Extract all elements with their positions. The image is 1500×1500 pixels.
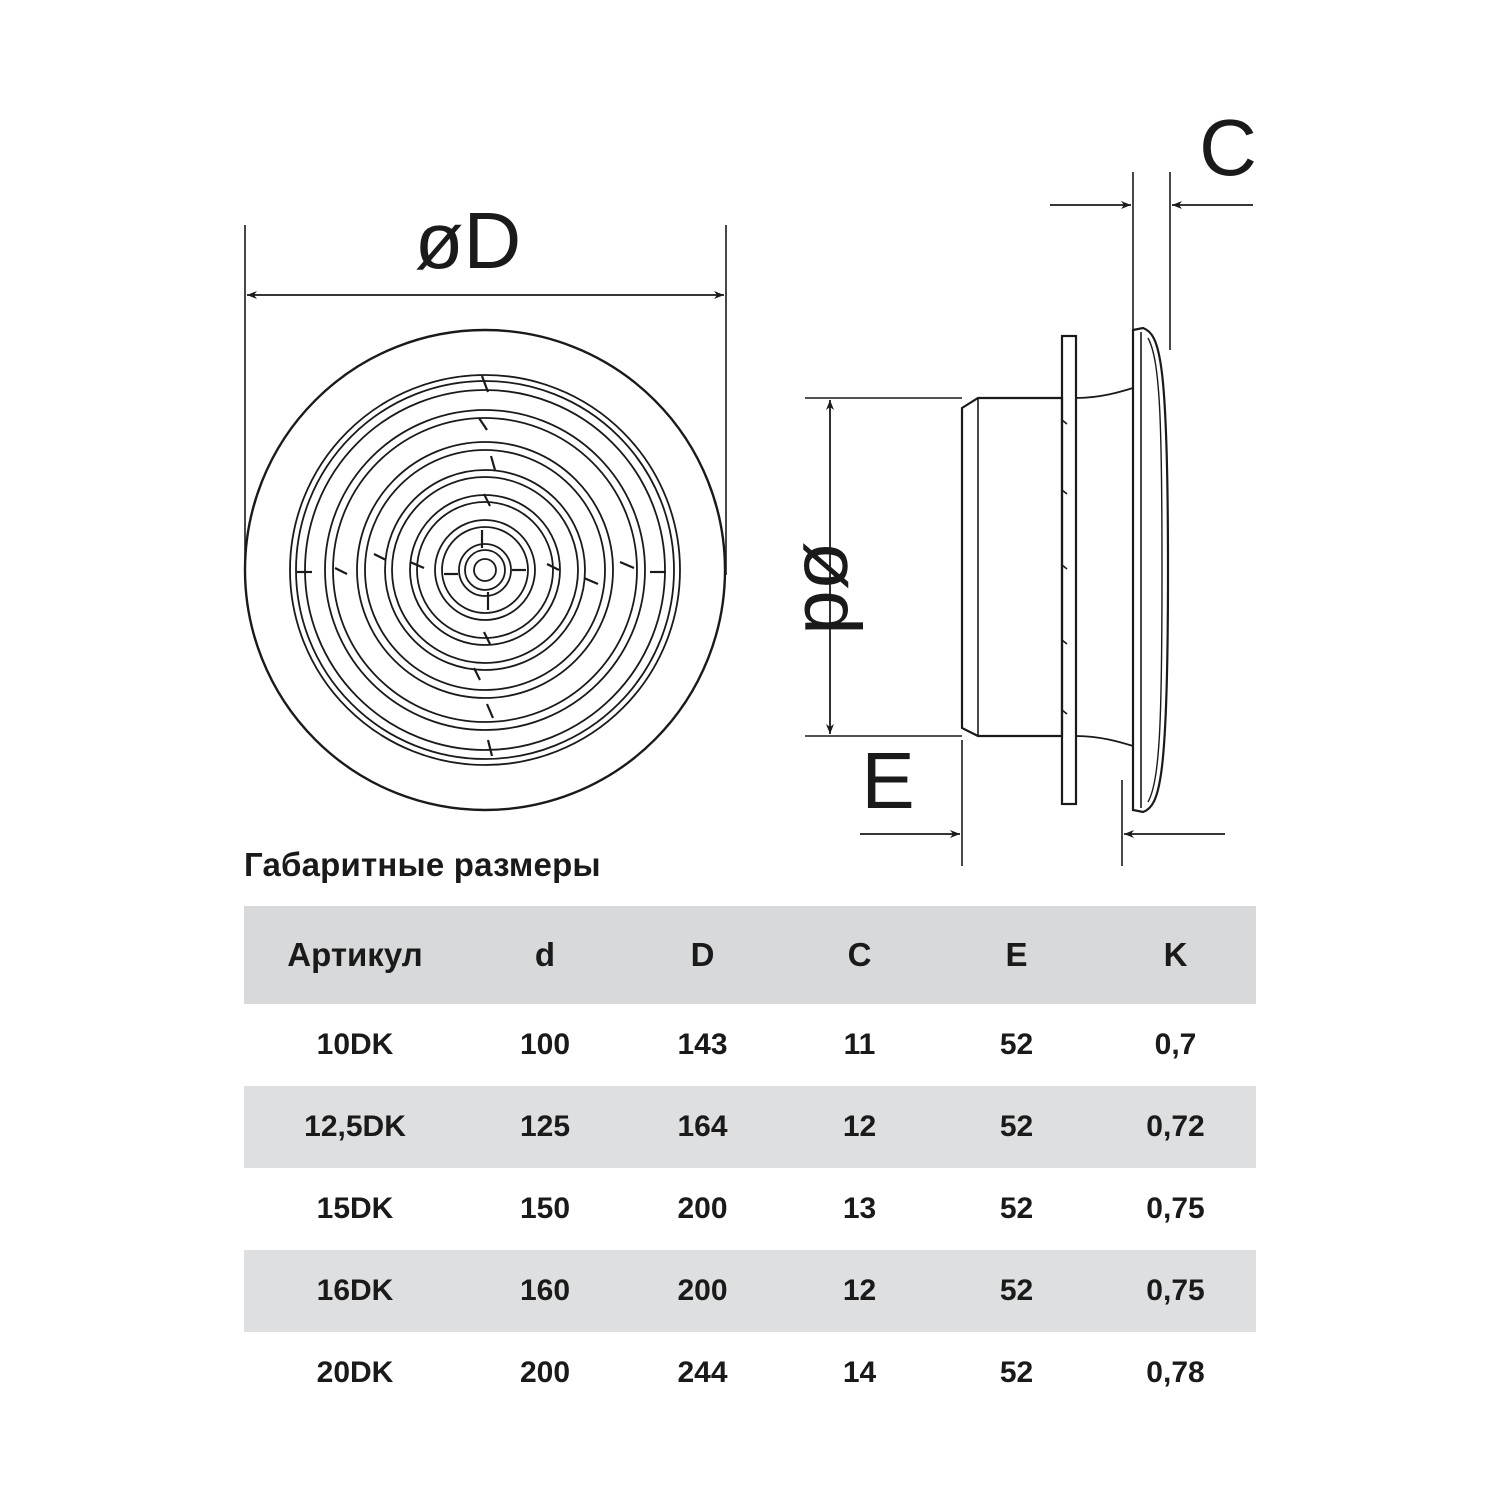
- flange-thickness-label: C: [1199, 103, 1257, 192]
- cell-C: 13: [842, 1192, 877, 1225]
- cell-K: 0,72: [1146, 1110, 1205, 1143]
- cell-article: 15DK: [316, 1192, 394, 1225]
- cell-d: 100: [519, 1028, 571, 1061]
- column-header-C: C: [847, 936, 872, 973]
- cell-C: 12: [842, 1110, 877, 1143]
- cell-E: 52: [999, 1028, 1034, 1061]
- cell-D: 200: [677, 1274, 728, 1307]
- cell-K: 0,75: [1146, 1274, 1205, 1307]
- cell-E: 52: [999, 1274, 1034, 1307]
- cell-d: 160: [519, 1274, 571, 1307]
- cell-E: 52: [999, 1356, 1034, 1389]
- column-header-article: Артикул: [287, 936, 423, 973]
- cell-article: 16DK: [316, 1274, 394, 1307]
- inner-diameter-label: ød: [788, 541, 877, 634]
- column-header-E: E: [1005, 936, 1028, 973]
- cell-d: 200: [519, 1356, 571, 1389]
- cell-article: 20DK: [316, 1356, 394, 1389]
- cell-d: 125: [519, 1110, 571, 1143]
- table-title: Габаритные размеры: [244, 846, 601, 883]
- cell-D: 244: [677, 1356, 728, 1389]
- outer-diameter-label: øD: [415, 196, 522, 285]
- table-row: 12,5DK 125 164 12 52 0,72: [244, 1086, 1256, 1168]
- cell-C: 12: [842, 1274, 877, 1307]
- cell-E: 52: [999, 1192, 1034, 1225]
- table-header-row: Артикул d D C E K: [244, 906, 1256, 1004]
- cell-K: 0,75: [1146, 1192, 1205, 1225]
- cell-K: 0,78: [1146, 1356, 1205, 1389]
- table-row: 16DK 160 200 12 52 0,75: [244, 1250, 1256, 1332]
- column-header-D: D: [690, 936, 715, 973]
- cell-D: 200: [677, 1192, 728, 1225]
- cell-article: 10DK: [316, 1028, 394, 1061]
- cell-D: 143: [677, 1028, 728, 1061]
- column-header-K: K: [1163, 936, 1188, 973]
- table-row: 15DK 150 200 13 52 0,75: [244, 1168, 1256, 1250]
- cell-C: 14: [842, 1356, 877, 1389]
- cell-d: 150: [519, 1192, 571, 1225]
- cell-C: 11: [843, 1028, 876, 1061]
- cell-D: 164: [677, 1110, 728, 1143]
- cell-E: 52: [999, 1110, 1034, 1143]
- side-view: [805, 172, 1253, 866]
- depth-label: E: [861, 736, 914, 825]
- dimensions-table: Артикул d D C E K 10DK 100 143 11 52 0,7…: [244, 906, 1256, 1414]
- table-row: 20DK 200 244 14 52 0,78: [244, 1332, 1256, 1414]
- cell-article: 12,5DK: [304, 1110, 406, 1143]
- cell-K: 0,7: [1154, 1028, 1197, 1061]
- front-view: [243, 225, 727, 812]
- technical-drawing: øD ød C E: [243, 103, 1257, 866]
- column-header-d: d: [534, 936, 556, 973]
- table-row: 10DK 100 143 11 52 0,7: [244, 1004, 1256, 1086]
